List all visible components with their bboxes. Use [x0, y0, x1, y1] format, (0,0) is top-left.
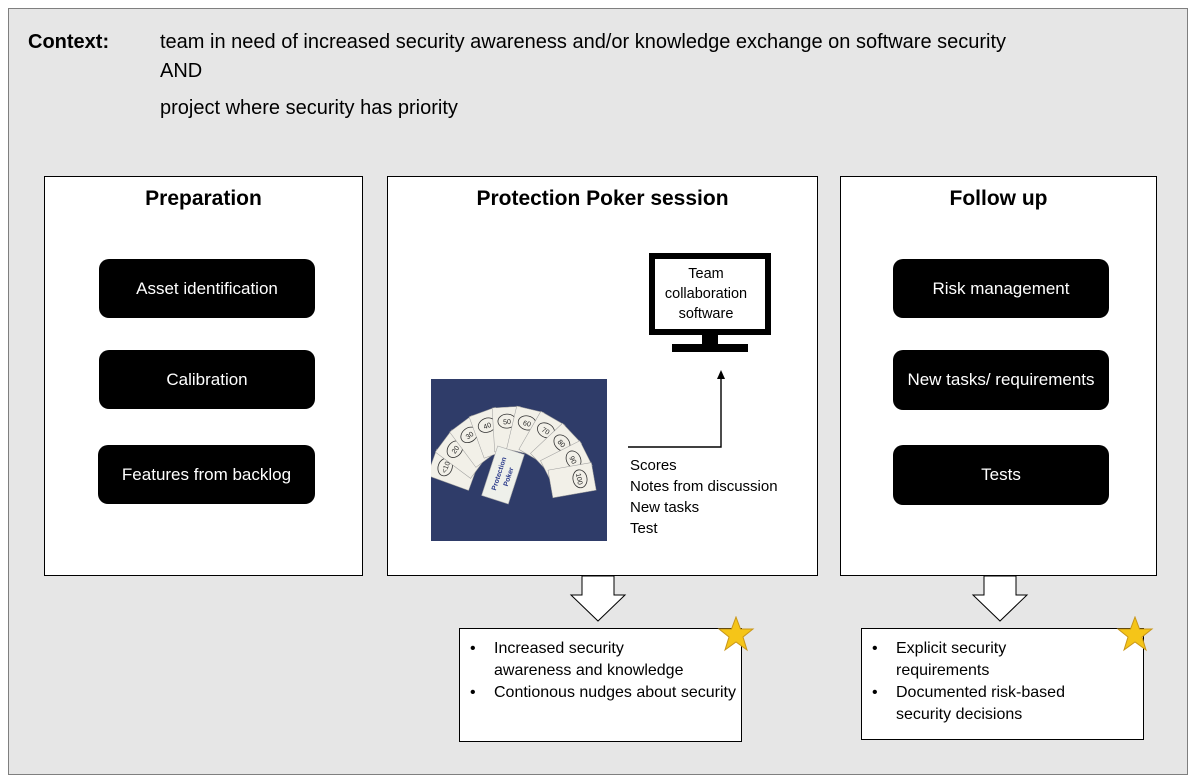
context-label: Context: [28, 31, 110, 53]
context-line-3: project where security has priority [160, 97, 458, 119]
poker-card-value: 100 [574, 473, 583, 486]
poker-card-value: 70 [540, 427, 550, 437]
poker-card-value: 80 [556, 439, 567, 450]
features-from-backlog-step: Features from backlog [98, 445, 315, 504]
output-item: Test [630, 520, 658, 537]
outcome-item: Increased security awareness and knowled… [460, 638, 741, 682]
poker-card-value: <10 [441, 461, 452, 475]
output-item: Scores [630, 457, 677, 474]
risk-management-step: Risk management [893, 259, 1109, 318]
outcome-item: Contionous nudges about security [460, 682, 741, 704]
new-tasks-requirements-step: New tasks/ requirements [893, 350, 1109, 410]
poker-card: <10 [431, 448, 479, 491]
preparation-title: Preparation [145, 187, 262, 210]
poker-card-value: 40 [483, 422, 493, 431]
context-line-1: team in need of increased security aware… [160, 31, 1007, 53]
poker-card-value: 90 [567, 455, 577, 465]
down-arrow-followup [971, 575, 1029, 622]
followup-outcome-note: Explicit security requirements Documente… [861, 628, 1144, 740]
session-outputs: Scores Notes from discussion New tasks T… [630, 455, 778, 539]
monitor-label: Team collaboration software [664, 266, 748, 322]
session-title: Protection Poker session [476, 187, 729, 210]
poker-card: 70 [518, 410, 566, 464]
output-item: Notes from discussion [630, 478, 778, 495]
down-arrow-session [569, 575, 627, 622]
outcome-item: Documented risk-based security decisions [862, 682, 1143, 726]
followup-title: Follow up [949, 187, 1048, 210]
tests-step: Tests [893, 445, 1109, 505]
poker-card-value: 50 [503, 419, 511, 426]
output-item: New tasks [630, 499, 700, 516]
connector-arrow [628, 370, 725, 448]
asset-identification-step: Asset identification [99, 259, 315, 318]
poker-card-value: 60 [522, 420, 531, 429]
monitor-icon [649, 253, 771, 352]
context-line-2: AND [160, 60, 203, 82]
session-outcome-note: Increased security awareness and knowled… [459, 628, 742, 742]
outcome-item: Explicit security requirements [862, 638, 1143, 682]
star-icon [1116, 616, 1154, 652]
poker-card-value: 30 [465, 431, 476, 441]
poker-card-value: 20 [451, 445, 461, 456]
calibration-step: Calibration [99, 350, 315, 409]
star-icon [717, 616, 755, 652]
poker-card: 100 [547, 462, 597, 499]
